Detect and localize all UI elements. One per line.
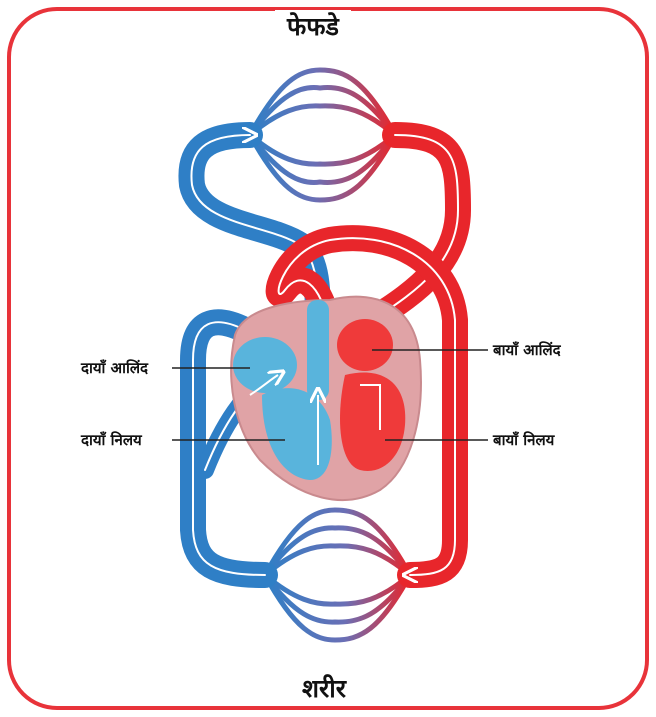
lungs-label: फेफडे	[275, 10, 351, 43]
heart	[231, 297, 421, 500]
body-capillary-bed	[265, 510, 410, 640]
body-label: शरीर	[290, 672, 358, 705]
left-ventricle-label: बायाँ निलय	[488, 430, 559, 451]
right-atrium-label: दायाँ आलिंद	[76, 358, 153, 379]
right-ventricle-label: दायाँ निलय	[76, 430, 147, 451]
left-atrium-label: बायाँ आलिंद	[488, 340, 566, 361]
lung-capillary-bed	[250, 62, 395, 210]
left-atrium	[337, 319, 393, 371]
